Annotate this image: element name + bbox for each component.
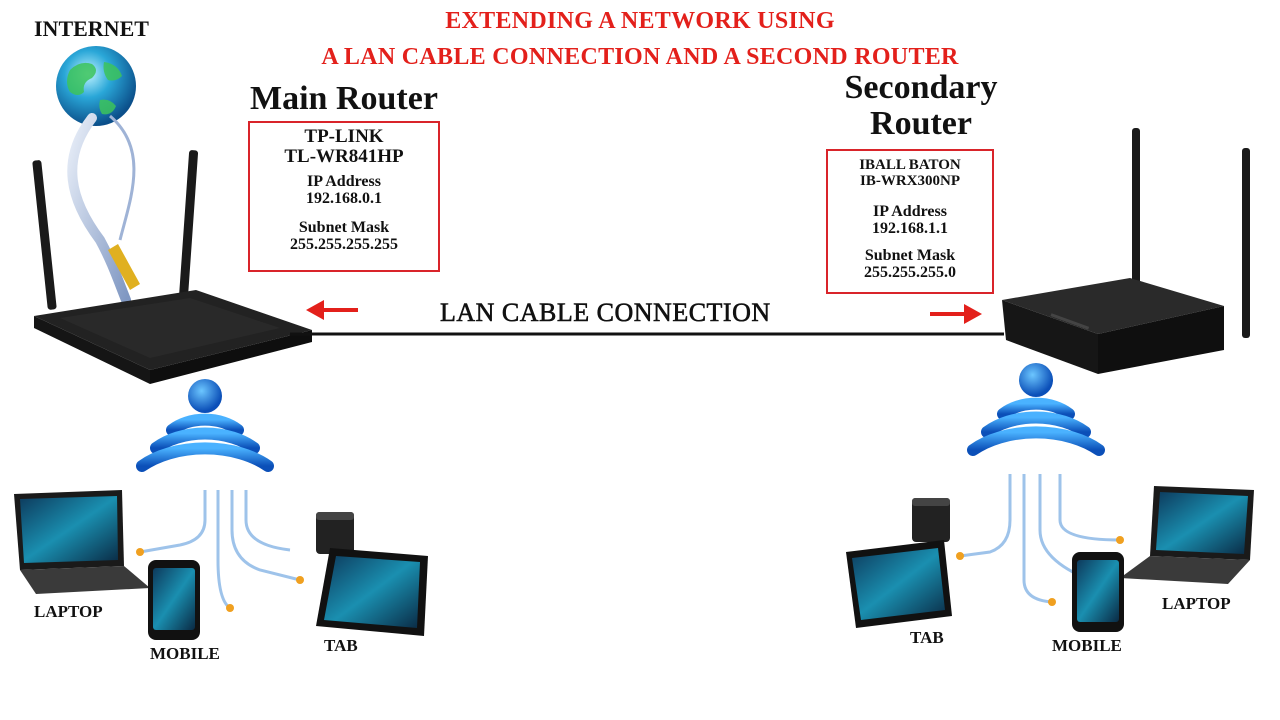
- left-tablet-icon: [316, 548, 428, 636]
- left-speaker-icon: [316, 512, 354, 554]
- right-device-connections: [956, 474, 1124, 606]
- left-tab-label: TAB: [324, 636, 358, 655]
- right-arrow-icon: [930, 304, 982, 324]
- main-router-model-line2: TL-WR841HP: [284, 146, 404, 167]
- main-router-device: [32, 150, 312, 384]
- secondary-router-heading: Secondary Router: [826, 70, 1016, 142]
- right-laptop-icon: [1120, 486, 1254, 584]
- secondary-router-subnet-value: 255.255.255.0: [864, 264, 956, 281]
- internet-cable: [67, 113, 140, 305]
- right-mobile-icon: [1072, 552, 1124, 632]
- globe-icon: [56, 46, 136, 126]
- main-router-subnet-value: 255.255.255.255: [290, 236, 398, 253]
- left-arrow-icon: [306, 300, 358, 320]
- secondary-router-subnet-label: Subnet Mask: [864, 247, 956, 264]
- lan-cable-connection-label: LAN CABLE CONNECTION: [440, 298, 771, 328]
- secondary-router-device: [1002, 128, 1250, 374]
- main-router-ip-label: IP Address: [307, 173, 381, 190]
- main-router-subnet-label: Subnet Mask: [298, 219, 390, 236]
- left-mobile-label: MOBILE: [150, 644, 220, 663]
- secondary-router-ip-value: 192.168.1.1: [872, 220, 948, 237]
- secondary-router-model-line2: IB-WRX300NP: [860, 173, 960, 189]
- main-router-model-line1: TP-LINK: [304, 126, 384, 147]
- main-router-ip-value: 192.168.0.1: [306, 190, 382, 207]
- title-line-2: A LAN CABLE CONNECTION AND A SECOND ROUT…: [321, 44, 959, 70]
- right-speaker-icon: [912, 498, 950, 542]
- secondary-router-heading-line2: Router: [870, 105, 972, 142]
- right-mobile-label: MOBILE: [1052, 636, 1122, 655]
- secondary-router-heading-line1: Secondary: [844, 69, 998, 106]
- left-laptop-icon: [14, 490, 150, 594]
- secondary-router-info-box: IBALL BATON IB-WRX300NP IP Address 192.1…: [826, 149, 994, 294]
- secondary-router-ip-label: IP Address: [873, 203, 947, 220]
- right-tab-label: TAB: [910, 628, 944, 647]
- title-line-1: EXTENDING A NETWORK USING: [445, 8, 835, 34]
- left-device-connections: [136, 490, 304, 612]
- right-wifi-icon: [967, 363, 1105, 456]
- internet-label: INTERNET: [34, 16, 149, 41]
- main-router-info-box: TP-LINK TL-WR841HP IP Address 192.168.0.…: [248, 121, 440, 272]
- main-router-heading: Main Router: [250, 80, 438, 117]
- left-laptop-label: LAPTOP: [34, 602, 103, 621]
- secondary-router-model-line1: IBALL BATON: [859, 157, 961, 173]
- right-tablet-icon: [846, 540, 952, 628]
- left-wifi-icon: [136, 379, 274, 472]
- left-mobile-icon: [148, 560, 200, 640]
- right-laptop-label: LAPTOP: [1162, 594, 1231, 613]
